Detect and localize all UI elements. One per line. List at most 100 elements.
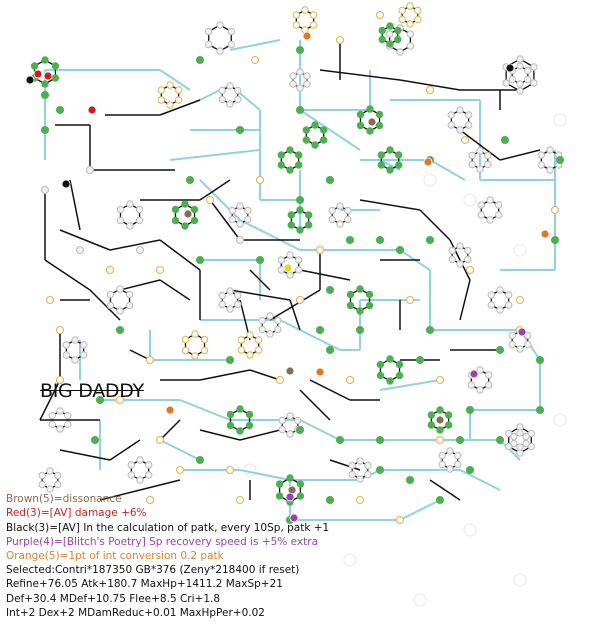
- skill-node-icon: [310, 11, 318, 19]
- skill-node-icon: [90, 435, 100, 445]
- skill-node-icon: [46, 467, 54, 475]
- skill-node-icon: [115, 395, 125, 405]
- tree-connection-black: [69, 179, 81, 231]
- skill-node-icon: [345, 235, 355, 245]
- skill-node-icon: [295, 266, 303, 274]
- skill-node-icon: [136, 476, 144, 484]
- skill-node-icon: [227, 27, 236, 36]
- skill-node-icon: [135, 216, 144, 225]
- skill-node-icon: [157, 86, 166, 94]
- skill-node-icon: [522, 432, 530, 441]
- orange-node-icon: [165, 405, 175, 415]
- tree-connection-black: [319, 69, 401, 81]
- skill-node-icon: [496, 286, 504, 294]
- skill-node-icon: [245, 421, 254, 430]
- skill-node-icon: [295, 425, 305, 435]
- purple-node-icon: [517, 327, 527, 337]
- purple-node-icon: [285, 492, 295, 502]
- tree-connection-blue: [299, 109, 361, 151]
- skill-node-icon: [320, 126, 328, 134]
- skill-node-icon: [378, 35, 386, 44]
- tree-connection-black: [239, 429, 281, 441]
- skill-node-icon: [46, 485, 54, 493]
- skill-node-icon: [455, 435, 465, 445]
- skill-node-icon: [71, 356, 79, 364]
- skill-node-icon: [427, 421, 435, 429]
- tree-connection-black: [499, 149, 541, 161]
- skill-node-icon: [40, 185, 50, 195]
- skill-node-icon: [485, 381, 493, 389]
- tree-connection-blue: [399, 499, 441, 521]
- skill-node-icon: [295, 45, 305, 55]
- brown-node-icon: [435, 415, 445, 425]
- skill-node-icon: [530, 79, 538, 87]
- skill-node-icon: [157, 96, 166, 104]
- skill-node-icon: [465, 121, 473, 129]
- skill-node-icon: [375, 110, 384, 119]
- legend-item-orange: Orange(5)=1pt of int conversion 0.2 patk: [6, 550, 224, 563]
- skill-node-icon: [296, 68, 304, 76]
- skill-node-icon: [328, 206, 336, 215]
- skill-node-icon: [386, 355, 394, 363]
- skill-node-icon: [516, 62, 524, 70]
- skill-node-icon: [236, 427, 244, 435]
- legend-item-red: Red(3)=[AV] damage +6%: [6, 507, 147, 520]
- skill-node-icon: [218, 291, 226, 300]
- skill-node-icon: [126, 222, 134, 230]
- skill-node-icon: [378, 26, 386, 35]
- stats-line-def: Def+30.4 MDef+10.75 Flee+8.5 Cri+1.8: [6, 592, 221, 605]
- skill-node-icon: [225, 465, 235, 475]
- black-node-icon: [61, 179, 71, 189]
- skill-node-icon: [335, 435, 345, 445]
- background-node-icon: [513, 573, 527, 587]
- skill-node-icon: [135, 205, 144, 214]
- background-node-icon: [463, 193, 477, 207]
- skill-node-icon: [446, 465, 454, 473]
- tree-connection-black: [299, 269, 351, 281]
- skill-node-icon: [516, 55, 524, 63]
- skill-node-icon: [376, 360, 385, 369]
- skill-node-icon: [486, 196, 494, 204]
- skill-node-icon: [105, 265, 115, 275]
- skill-node-icon: [228, 215, 236, 224]
- skill-node-icon: [446, 447, 454, 455]
- skill-node-icon: [356, 307, 364, 315]
- tree-connection-blue: [159, 69, 191, 91]
- purple-node-icon: [289, 513, 299, 523]
- tree-connection-blue: [229, 39, 281, 51]
- stats-line-selected: Selected:Contri*187350 GB*376 (Zeny*2184…: [6, 564, 300, 576]
- skill-node-icon: [75, 245, 85, 255]
- skill-node-icon: [30, 62, 39, 70]
- skill-node-icon: [495, 201, 503, 209]
- skill-node-icon: [508, 340, 516, 349]
- tree-connection-blue: [239, 219, 301, 251]
- skill-node-icon: [465, 111, 473, 119]
- skill-node-icon: [296, 226, 304, 234]
- skill-node-icon: [295, 161, 303, 169]
- skill-node-icon: [395, 360, 404, 369]
- skill-node-icon: [502, 79, 510, 87]
- skill-node-icon: [487, 301, 495, 309]
- brown-node-icon: [285, 366, 295, 376]
- skill-node-icon: [85, 165, 95, 175]
- skill-node-icon: [236, 405, 244, 413]
- skill-node-icon: [477, 201, 485, 209]
- skill-node-icon: [515, 295, 525, 305]
- background-node-icon: [243, 463, 257, 477]
- skill-node-icon: [181, 346, 190, 355]
- skill-node-icon: [315, 325, 325, 335]
- skill-node-icon: [537, 151, 545, 159]
- skill-node-icon: [464, 255, 472, 264]
- background-node-icon: [343, 553, 357, 567]
- skill-node-icon: [398, 6, 406, 15]
- skill-node-icon: [286, 251, 294, 259]
- skill-node-icon: [218, 95, 226, 104]
- skill-node-icon: [116, 205, 125, 214]
- skill-node-icon: [395, 245, 405, 255]
- skill-node-icon: [500, 135, 510, 145]
- skill-node-icon: [445, 421, 453, 429]
- tree-connection-blue: [379, 379, 441, 391]
- skill-node-icon: [244, 215, 252, 224]
- tree-connection-black: [449, 239, 471, 281]
- skill-node-icon: [185, 175, 195, 185]
